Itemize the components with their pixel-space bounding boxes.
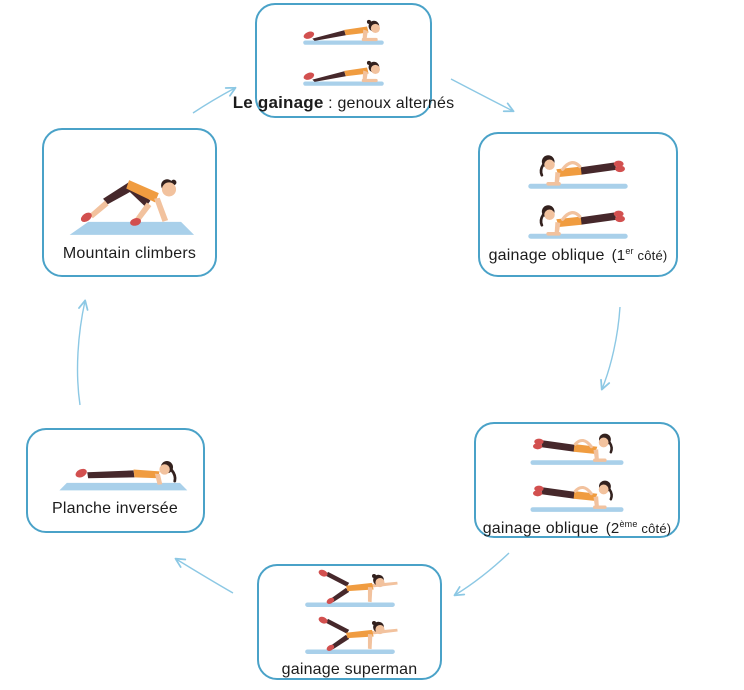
label-rest: : genoux alternés: [323, 94, 455, 112]
arrow-left-up: [76, 299, 89, 406]
side-plank-mirrored-illustration: [522, 423, 632, 467]
arrow-rightbottom-to-bottom: [453, 552, 510, 597]
side-plank-illustration: [519, 194, 637, 241]
mountain-climber-illustration: [60, 143, 200, 247]
superman-plank-illustration: [297, 612, 403, 656]
side-plank-mirrored-illustration: [522, 470, 632, 514]
label-bold: Le gainage: [232, 92, 324, 112]
exercise-card-gainage-superman: gainage superman: [257, 564, 442, 680]
forearm-plank-illustration: [294, 50, 393, 88]
exercise-card-gainage-oblique-2eme-cote: gainage oblique (2ème côté): [474, 422, 680, 538]
paren-pre: (2: [605, 519, 620, 537]
arrow-bottom-to-left: [174, 557, 234, 594]
label-paren: (1er côté): [611, 246, 668, 264]
paren-sup: er: [625, 246, 634, 256]
paren-post: côté): [637, 520, 672, 536]
exercise-label: Planche inversée: [52, 500, 178, 517]
arrow-topleft-to-top: [192, 86, 237, 114]
label-paren: (2ème côté): [605, 518, 672, 537]
paren-pre: (1: [611, 247, 626, 264]
figure-stack: [60, 143, 200, 247]
exercise-card-gainage-genoux-alternes: Le gainage : genoux alternés: [233, 3, 454, 118]
side-plank-illustration: [519, 144, 637, 191]
exercise-label: Mountain climbers: [62, 244, 197, 262]
figure-stack: [297, 565, 403, 656]
exercise-label: gainage oblique (2ème côté): [483, 519, 672, 538]
exercise-card-planche-inversee: Planche inversée: [26, 428, 205, 533]
exercise-card-gainage-oblique-1er-cote: gainage oblique (1er côté): [478, 132, 678, 277]
exercise-label: gainage oblique (1er côté): [489, 246, 668, 265]
figure-stack: [294, 9, 393, 88]
arrow-top-to-right: [450, 78, 515, 113]
exercise-label: gainage superman: [281, 661, 418, 678]
superman-plank-illustration: [297, 565, 403, 609]
exercise-label: Le gainage : genoux alternés: [233, 93, 455, 113]
figure-stack: [519, 144, 637, 241]
label-main: gainage oblique: [488, 247, 605, 264]
paren-sup: ème: [619, 518, 638, 529]
paren-post: côté): [633, 248, 668, 263]
figure-stack: [52, 443, 191, 495]
label-main: gainage oblique: [482, 519, 599, 537]
forearm-plank-illustration: [294, 9, 393, 47]
arrow-right-down: [600, 306, 621, 391]
figure-stack: [522, 423, 632, 514]
exercise-card-mountain-climbers: Mountain climbers: [42, 128, 217, 277]
reverse-plank-illustration: [52, 443, 191, 495]
